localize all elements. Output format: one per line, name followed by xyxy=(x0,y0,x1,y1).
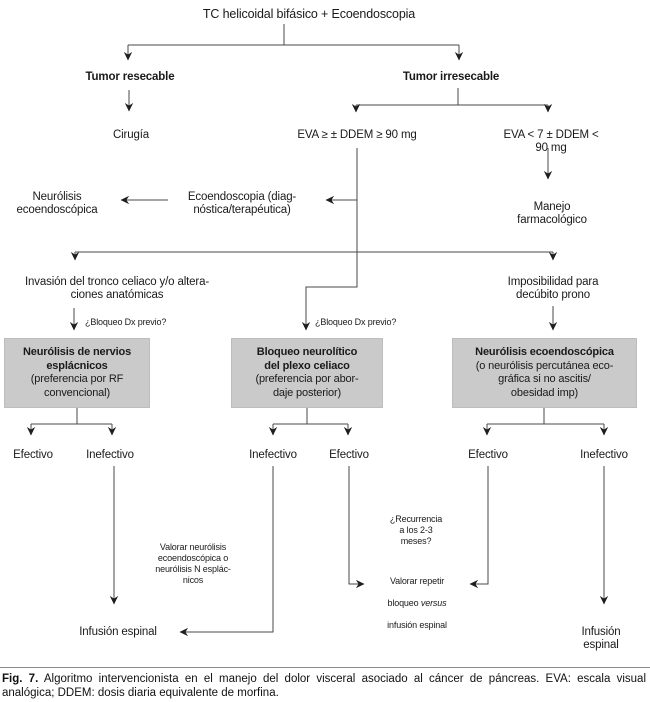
node-cirugia: Cirugía xyxy=(112,129,150,141)
note-valorar-repetir: Valorar repetir bloqueo versus infusión … xyxy=(387,565,447,631)
node-invasion-tronco-celiaco: Invasión del tronco celiaco y/o altera- … xyxy=(24,276,210,301)
node-eva-alto: EVA ≥ ± DDEM ≥ 90 mg xyxy=(297,129,417,141)
figure-caption: Fig. 7. Algoritmo intervencionista en el… xyxy=(2,673,646,700)
note-valorar-neurolisis: Valorar neurólisis ecoendoscópica o neur… xyxy=(155,542,231,585)
note-line2: bloqueo versus xyxy=(387,598,447,608)
outcome-box2-efectivo: Efectivo xyxy=(329,449,369,461)
box-subtitle: (preferencia por RF convencional) xyxy=(30,373,124,399)
label-bloqueo-dx-center: ¿Bloqueo Dx previo? xyxy=(315,317,397,327)
box-title: Neurólisis de nervios esplácnicos xyxy=(22,346,132,372)
box-title: Bloqueo neurolítico del plexo celiaco xyxy=(256,346,358,372)
node-infusion-espinal-right: Infusión espinal xyxy=(581,626,621,651)
node-tc-ecoendoscopia: TC helicoidal bifásico + Ecoendoscopia xyxy=(202,7,416,21)
node-ecoendoscopia-diagnostica: Ecoendoscopia (diag- nóstica/terapéutica… xyxy=(187,191,297,216)
outcome-box1-efectivo: Efectivo xyxy=(13,449,53,461)
caption-rule xyxy=(0,667,650,668)
outcome-box3-efectivo: Efectivo xyxy=(468,449,508,461)
caption-fig-label: Fig. 7. xyxy=(2,673,39,685)
node-tumor-irresecable: Tumor irresecable xyxy=(402,71,500,83)
note-line1: Valorar repetir xyxy=(389,576,445,586)
box-neurolisis-ecoendoscopica: Neurólisis ecoendoscópica (o neurólisis … xyxy=(452,338,637,408)
box-title: Neurólisis ecoendoscópica xyxy=(475,346,614,358)
box-subtitle: (preferencia por abor- daje posterior) xyxy=(255,373,359,399)
note-line3: infusión espinal xyxy=(387,620,447,630)
outcome-box2-inefectivo: Inefectivo xyxy=(249,449,297,461)
box-subtitle: (o neurólisis percutánea eco- gráfica si… xyxy=(475,359,614,399)
outcome-box3-inefectivo: Inefectivo xyxy=(580,449,628,461)
outcome-box1-inefectivo: Inefectivo xyxy=(86,449,134,461)
node-manejo-farmacologico: Manejo farmacológico xyxy=(517,201,587,226)
note-recurrencia: ¿Recurrencia a los 2-3 meses? xyxy=(389,514,443,546)
node-infusion-espinal-left: Infusión espinal xyxy=(79,626,157,638)
caption-text: Algoritmo intervencionista en el manejo … xyxy=(2,673,646,699)
box-neurolisis-esplacnicos: Neurólisis de nervios esplácnicos (prefe… xyxy=(4,338,150,408)
box-bloqueo-plexo-celiaco: Bloqueo neurolítico del plexo celiaco (p… xyxy=(231,338,383,408)
node-neurolisis-ecoendoscopica: Neurólisis ecoendoscópica xyxy=(16,191,98,216)
node-eva-bajo: EVA < 7 ± DDEM < 90 mg xyxy=(503,129,599,154)
node-tumor-resecable: Tumor resecable xyxy=(85,71,175,83)
label-bloqueo-dx-left: ¿Bloqueo Dx previo? xyxy=(85,317,167,327)
node-imposibilidad-decubito: Imposibilidad para decúbito prono xyxy=(507,276,599,301)
